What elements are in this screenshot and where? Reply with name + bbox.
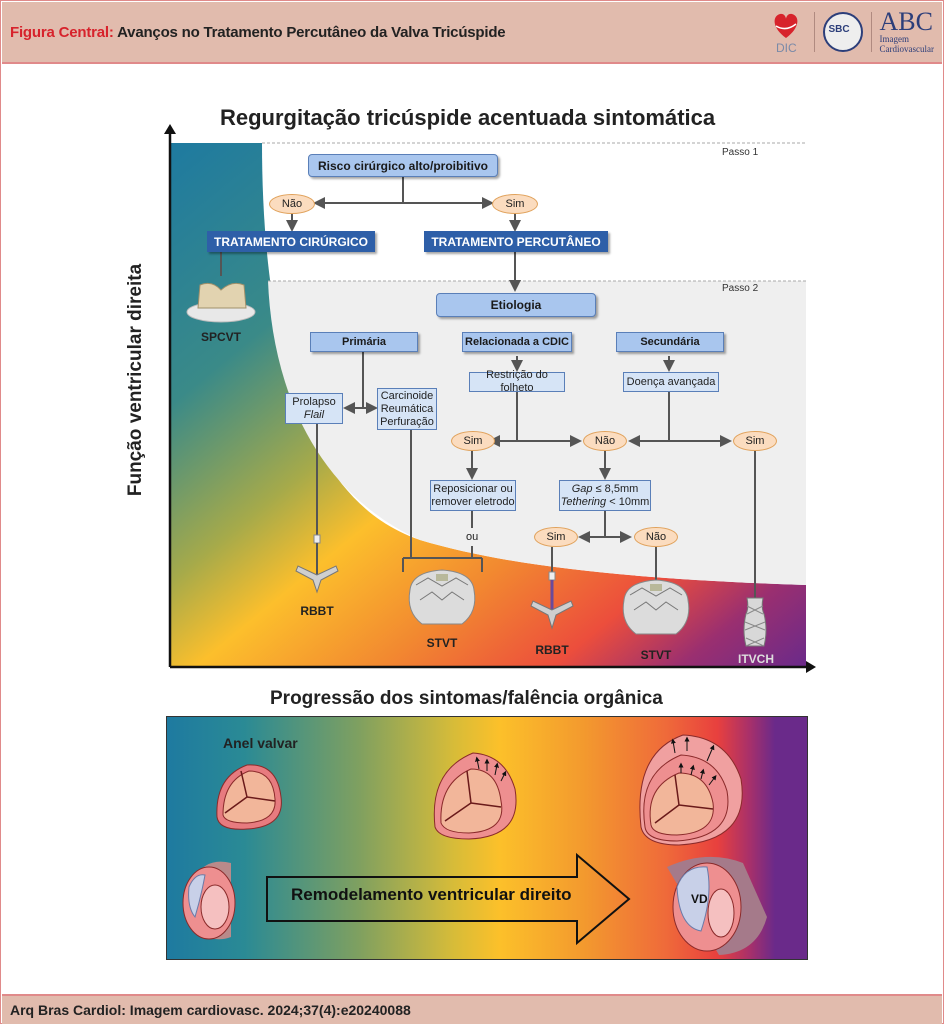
carcinoid-text: Carcinoide xyxy=(380,389,434,402)
flail-text: Flail xyxy=(303,408,325,421)
y-axis-arrow xyxy=(164,124,176,134)
device-label-stvt: STVT xyxy=(426,636,458,650)
gap-value: ≤ 8,5mm xyxy=(592,482,639,495)
reposition-line1: Reposicionar ou xyxy=(433,482,513,495)
abc-logo-text: ABC xyxy=(879,7,933,36)
prolapse-text: Prolapso xyxy=(292,395,336,408)
remodeling-illustration: VD xyxy=(182,734,767,955)
tricuspid-annulus-icon xyxy=(216,764,282,830)
severely-dilated-annulus-icon xyxy=(639,734,743,846)
no-oval: Não xyxy=(269,194,315,214)
logo-divider xyxy=(870,12,872,52)
or-label: ou xyxy=(466,531,479,543)
no-oval: Não xyxy=(634,527,678,547)
tethering-italic: Tethering xyxy=(560,495,607,508)
dilated-ventricle-icon: VD xyxy=(667,856,767,955)
abc-logo-sub1: Imagem xyxy=(879,34,910,44)
surgical-valve-icon xyxy=(186,282,256,323)
category-cdic-box: Relacionada a CDIC xyxy=(462,332,572,352)
header: Figura Central: Avanços no Tratamento Pe… xyxy=(2,2,942,64)
figure-title-text: Avanços no Tratamento Percutâneo da Valv… xyxy=(117,24,506,41)
carcinoid-rheumatic-box: Carcinoide Reumática Perfuração xyxy=(377,388,437,430)
annulus-label: Anel valvar xyxy=(223,735,298,751)
yes-oval: Sim xyxy=(492,194,538,214)
dic-logo-text: DIC xyxy=(776,41,797,55)
caval-stent-icon xyxy=(743,597,767,647)
tethering-text: Tethering < 10mm xyxy=(561,496,650,509)
footer: Arq Bras Cardiol: Imagem cardiovasc. 202… xyxy=(2,994,942,1024)
perforation-text: Perfuração xyxy=(380,415,434,428)
tethering-value: < 10mm xyxy=(606,495,650,508)
remodeling-panel: Anel valvar xyxy=(166,716,808,960)
step2-area xyxy=(268,281,806,585)
remodeling-arrow xyxy=(266,852,631,946)
x-axis-arrow xyxy=(806,661,816,673)
replacement-valve-icon xyxy=(408,569,476,625)
surgical-treatment-box: TRATAMENTO CIRÚRGICO xyxy=(207,231,375,252)
etiology-box: Etiologia xyxy=(436,293,596,317)
repair-device-icon xyxy=(530,571,574,630)
figure-title: Figura Central: Avanços no Tratamento Pe… xyxy=(10,24,506,41)
remodeling-label: Remodelamento ventricular direito xyxy=(291,885,572,904)
step-1-label: Passo 1 xyxy=(722,147,759,158)
gap-italic: Gap xyxy=(571,482,593,495)
gap-tethering-box: Gap ≤ 8,5mm Tethering < 10mm xyxy=(559,480,651,511)
reposition-line2: remover eletrodo xyxy=(431,495,515,508)
replacement-valve-icon xyxy=(622,579,690,635)
gap-text: Gap ≤ 8,5mm xyxy=(572,483,639,496)
abc-logo: ABC Imagem Cardiovascular xyxy=(879,7,934,55)
advanced-disease-box: Doença avançada xyxy=(623,372,719,392)
yes-oval: Sim xyxy=(534,527,578,547)
abc-logo-sub2: Cardiovascular xyxy=(879,44,934,54)
repair-device-icon xyxy=(295,534,339,594)
leaflet-restriction-box: Restrição do folheto xyxy=(469,369,565,394)
surgical-risk-box: Risco cirúrgico alto/proibitivo xyxy=(308,154,498,177)
connectors xyxy=(220,177,756,600)
category-primary-box: Primária xyxy=(310,332,418,352)
diagram-title: Regurgitação tricúspide acentuada sintom… xyxy=(220,105,716,130)
prolapse-flail-box: Prolapso Flail xyxy=(285,393,343,424)
percutaneous-treatment-box: TRATAMENTO PERCUTÂNEO xyxy=(424,231,608,252)
device-label-rbbt: RBBT xyxy=(300,604,334,618)
reposition-lead-box: Reposicionar ou remover eletrodo xyxy=(430,480,516,511)
yes-oval: Sim xyxy=(733,431,777,451)
device-label-stvt: STVT xyxy=(640,648,672,662)
logo-divider xyxy=(813,12,815,52)
device-label-rbbt: RBBT xyxy=(535,643,569,657)
no-oval: Não xyxy=(583,431,627,451)
device-label-spcvt: SPCVT xyxy=(200,330,242,344)
x-axis-label: Progressão dos sintomas/falência orgânic… xyxy=(270,688,663,709)
citation: Arq Bras Cardiol: Imagem cardiovasc. 202… xyxy=(10,1002,411,1018)
step-2-label: Passo 2 xyxy=(722,283,759,294)
normal-ventricle-icon xyxy=(182,861,236,940)
figure-title-prefix: Figura Central: xyxy=(10,24,114,41)
heart-icon: DIC xyxy=(774,13,797,55)
sbc-logo-text: SBC xyxy=(828,24,850,35)
yes-oval: Sim xyxy=(451,431,495,451)
device-label-itvch: ITVCH xyxy=(738,652,774,666)
category-secondary-box: Secundária xyxy=(616,332,724,352)
dilated-annulus-icon xyxy=(433,752,517,840)
logos: DIC SBC ABC Imagem Cardiovascular xyxy=(766,6,934,58)
dic-logo: DIC xyxy=(766,8,806,56)
rheumatic-text: Reumática xyxy=(380,402,434,415)
rv-label: VD xyxy=(691,892,708,906)
sbc-logo: SBC xyxy=(822,12,863,52)
